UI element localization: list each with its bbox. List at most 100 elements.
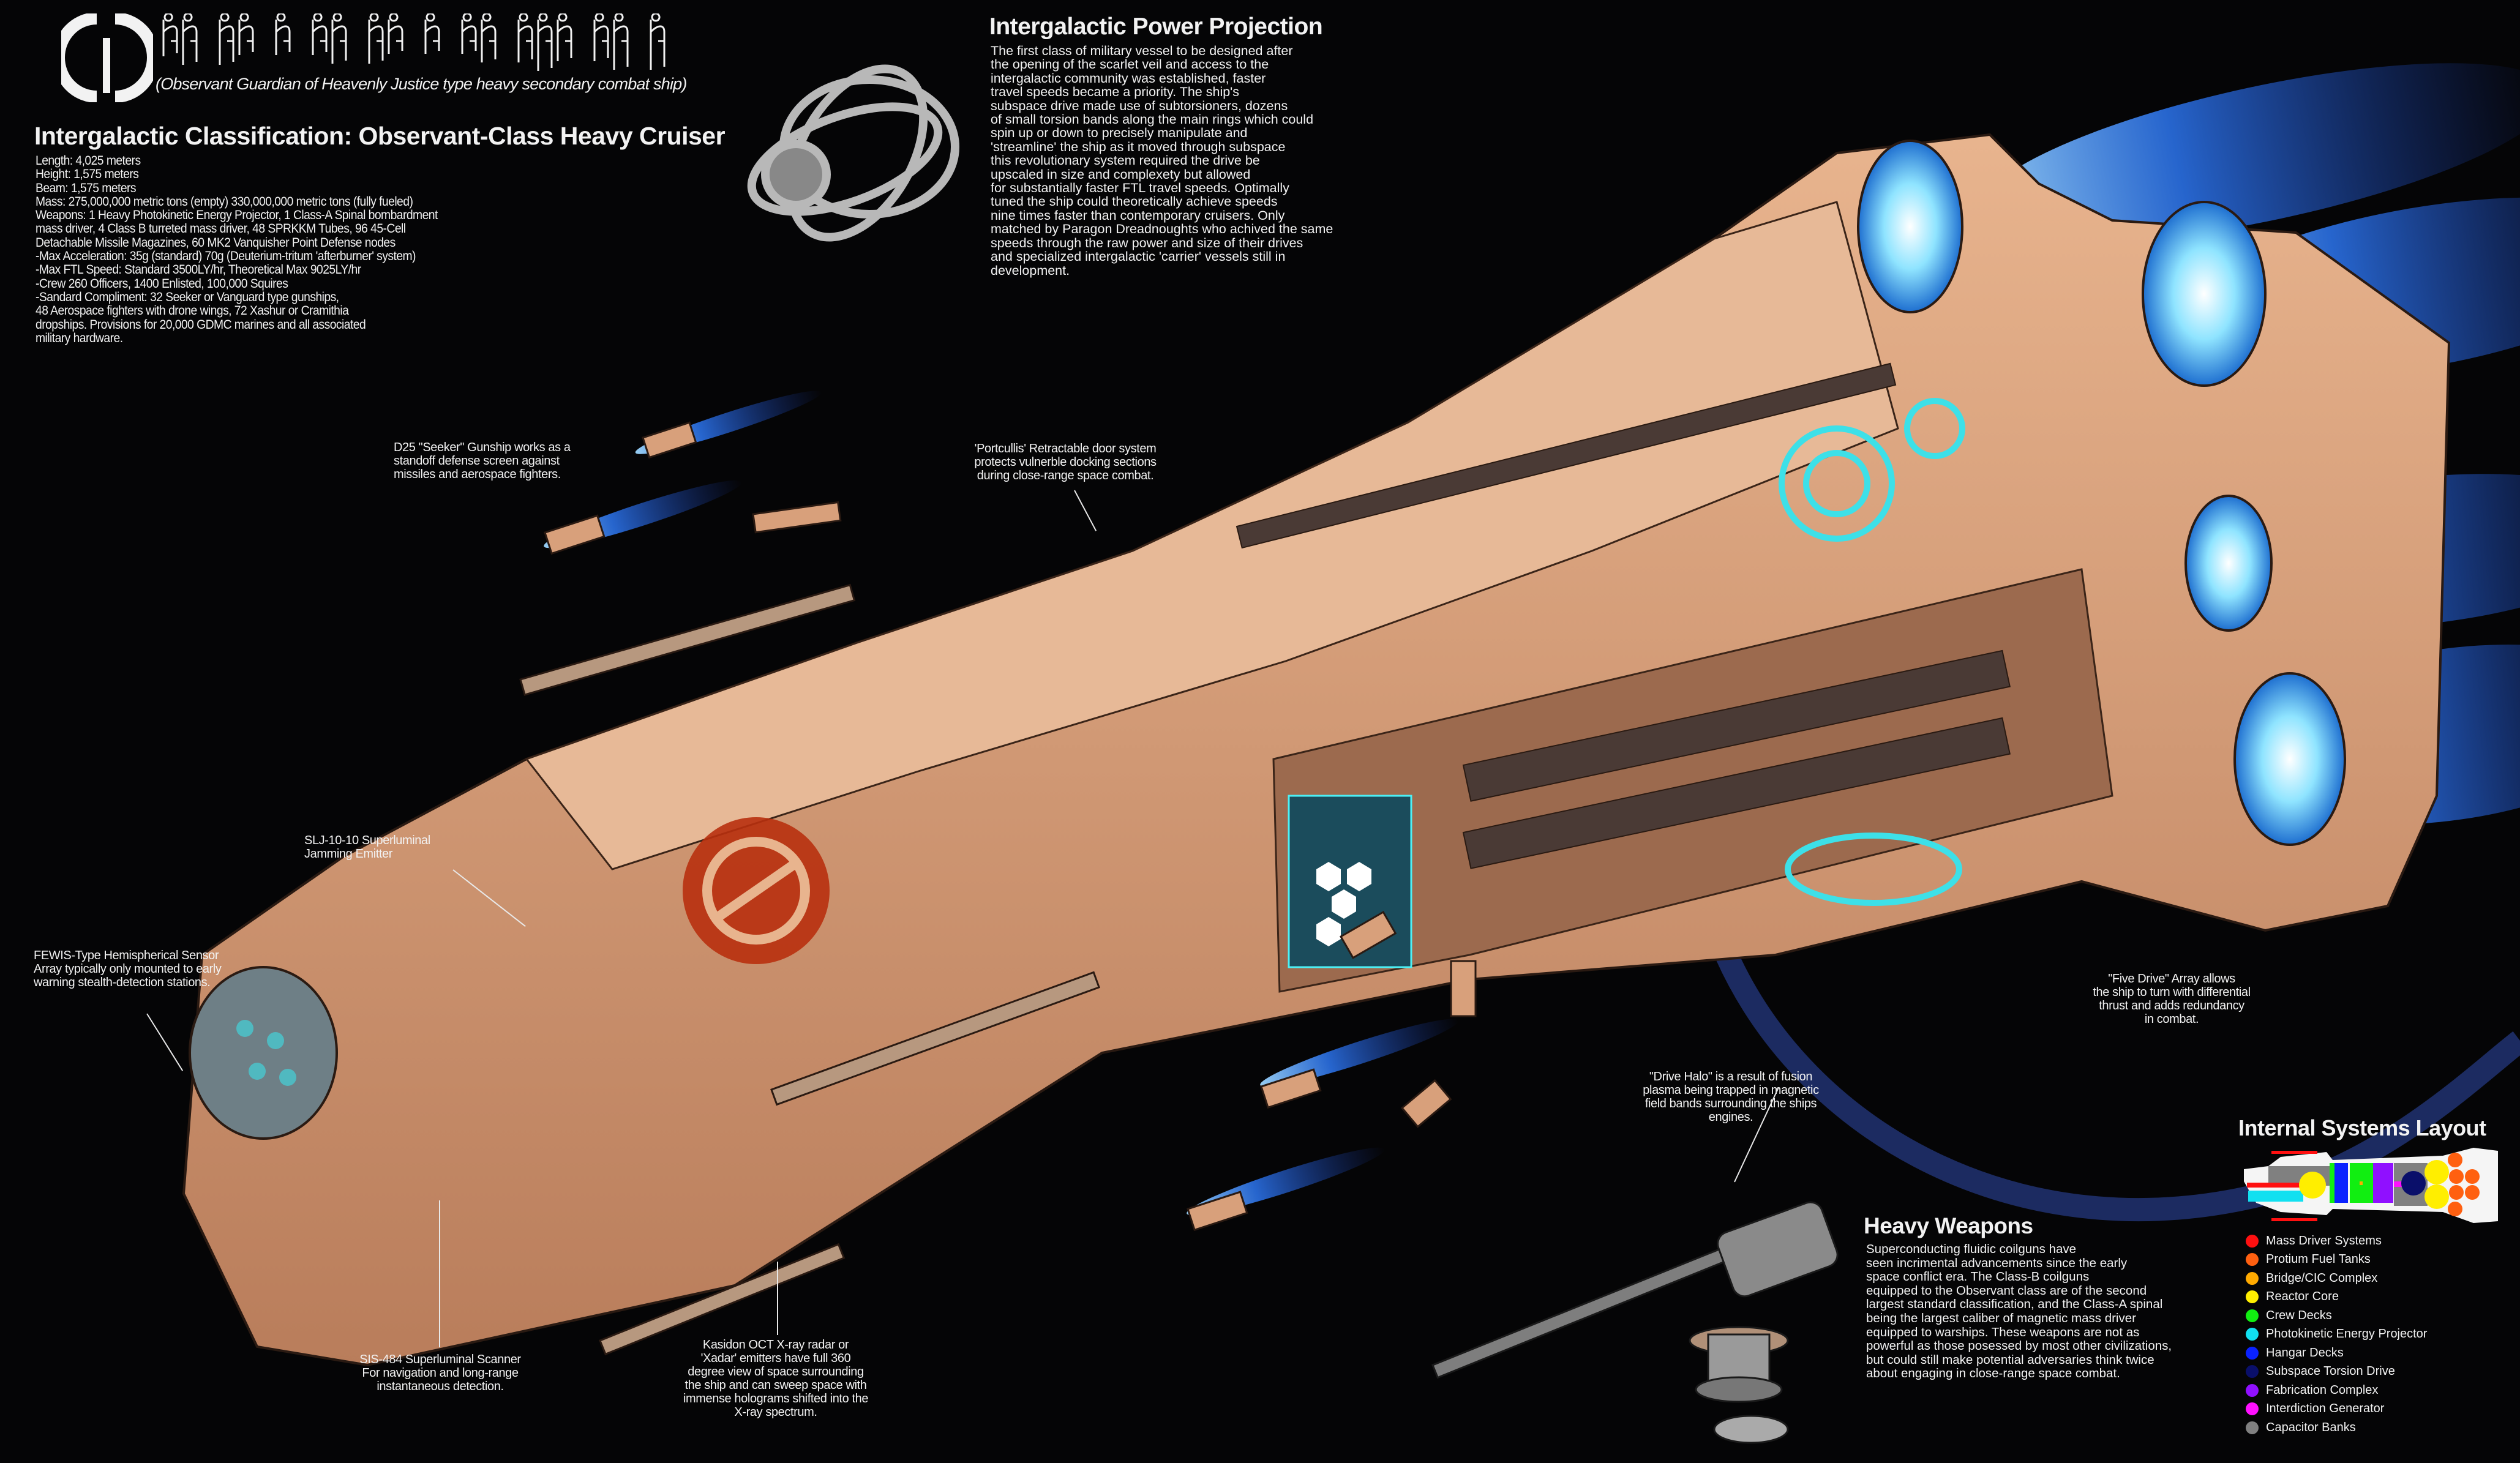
callout-line: the ship and can sweep space with <box>684 1379 867 1392</box>
legend-swatch-icon <box>2246 1402 2259 1416</box>
heavy-weapon-turret <box>1431 1201 1839 1444</box>
callout-line: FEWIS-Type Hemispherical Sensor <box>34 949 219 962</box>
callout-line: Kasidon OCT X-ray radar or <box>702 1338 849 1352</box>
fewis-sensor-dome <box>189 966 338 1140</box>
alien-script-title <box>162 13 666 71</box>
callout-line: standoff defense screen against <box>394 454 560 468</box>
legend-item: Interdiction Generator <box>2246 1400 2427 1419</box>
callout-line: the ship to turn with differential <box>2093 986 2251 999</box>
text-line: development. <box>991 263 1070 278</box>
callout-line: field bands surrounding the ships <box>1644 1097 1817 1110</box>
text-line: equipped to warships. These weapons are … <box>1866 1325 2140 1339</box>
callout-line: SIS-484 Superluminal Scanner <box>359 1353 521 1366</box>
legend-label: Photokinetic Energy Projector <box>2266 1327 2428 1341</box>
red-emblem <box>683 817 830 964</box>
spec-line: military hardware. <box>36 331 123 345</box>
text-line: 'streamline' the ship as it moved throug… <box>991 139 1286 154</box>
text-line: powerful as those posessed by most other… <box>1866 1339 2172 1353</box>
spec-line: Detachable Missile Magazines, 60 MK2 Van… <box>36 235 396 250</box>
engine-bells <box>1857 140 2346 846</box>
callout-line: 'Xadar' emitters have full 360 <box>700 1352 851 1365</box>
gunships <box>544 391 1477 1232</box>
legend-item: Capacitor Banks <box>2246 1418 2427 1437</box>
text-line: travel speeds became a priority. The shi… <box>991 84 1240 100</box>
legend-item: Reactor Core <box>2246 1288 2427 1307</box>
callout-line: warning stealth-detection stations. <box>34 976 211 989</box>
legend-label: Mass Driver Systems <box>2266 1233 2382 1248</box>
text-line: The first class of military vessel to be… <box>991 43 1293 58</box>
callout-kasidon-xadar: Kasidon OCT X-ray radar or'Xadar' emitte… <box>659 1338 892 1419</box>
callout-line: missiles and aerospace fighters. <box>394 468 561 481</box>
legend-item: Hangar Decks <box>2246 1344 2427 1363</box>
text-line: Superconducting fluidic coilguns have <box>1866 1242 2077 1256</box>
callout-line: D25 "Seeker" Gunship works as a <box>394 441 571 454</box>
callout-line: X-ray spectrum. <box>734 1405 817 1419</box>
legend-swatch-icon <box>2246 1346 2259 1360</box>
spec-line: Height: 1,575 meters <box>36 167 139 182</box>
legend-swatch-icon <box>2246 1234 2259 1248</box>
legend-item: Bridge/CIC Complex <box>2246 1269 2427 1288</box>
text-line: space conflict era. The Class-B coilguns <box>1866 1270 2090 1284</box>
text-line: seen incrimental advancements since the … <box>1866 1255 2128 1270</box>
text-line: tuned the ship could theoretically achie… <box>991 194 1278 209</box>
text-line: and specialized intergalactic 'carrier' … <box>991 249 1286 264</box>
spec-line: Weapons: 1 Heavy Photokinetic Energy Pro… <box>36 208 438 223</box>
callout-line: "Five Drive" Array allows <box>2108 972 2235 986</box>
legend-item: Protium Fuel Tanks <box>2246 1251 2427 1270</box>
callout-line: protects vulnerble docking sections <box>974 455 1157 469</box>
legend-item: Photokinetic Energy Projector <box>2246 1325 2427 1344</box>
internal-systems-title: Internal Systems Layout <box>2238 1115 2486 1140</box>
text-line: intergalactic community was established,… <box>991 70 1266 86</box>
callout-line: plasma being trapped in magnetic <box>1643 1083 1819 1097</box>
spec-line: 48 Aerospace fighters with drone wings, … <box>36 304 349 318</box>
internal-systems-diagram <box>2244 1148 2498 1223</box>
legend-label: Fabrication Complex <box>2266 1383 2379 1397</box>
legend-label: Hangar Decks <box>2266 1345 2344 1360</box>
spec-line: mass driver, 4 Class B turreted mass dri… <box>36 222 406 236</box>
callout-line: For navigation and long-range <box>362 1366 519 1380</box>
spec-line: Beam: 1,575 meters <box>36 181 137 195</box>
legend-swatch-icon <box>2246 1271 2259 1285</box>
legend-swatch-icon <box>2246 1383 2259 1397</box>
legend-item: Crew Decks <box>2246 1306 2427 1325</box>
callout-line: engines. <box>1708 1110 1753 1124</box>
callout-line: degree view of space surrounding <box>688 1365 864 1379</box>
legend-swatch-icon <box>2246 1421 2259 1434</box>
torsion-ring-model <box>747 64 959 242</box>
spec-line: dropships. Provisions for 20,000 GDMC ma… <box>36 317 366 332</box>
power-projection-title: Intergalactic Power Projection <box>989 13 1323 40</box>
text-line: but could still make potential adversari… <box>1866 1352 2154 1367</box>
legend-label: Interdiction Generator <box>2266 1402 2385 1416</box>
legend-swatch-icon <box>2246 1328 2259 1341</box>
faction-logo <box>61 13 153 102</box>
text-line: equipped to the Observant class are of t… <box>1866 1283 2147 1298</box>
text-line: subspace drive made use of subtorsioners… <box>991 98 1288 113</box>
spec-line: -Crew 260 Officers, 1400 Enlisted, 100,0… <box>36 276 288 291</box>
legend-label: Bridge/CIC Complex <box>2266 1271 2378 1285</box>
heavy-weapons-title: Heavy Weapons <box>1864 1213 2033 1238</box>
callout-line: SLJ-10-10 Superluminal <box>304 834 430 847</box>
legend-item: Fabrication Complex <box>2246 1381 2427 1400</box>
legend-label: Subspace Torsion Drive <box>2266 1364 2395 1379</box>
legend-item: Mass Driver Systems <box>2246 1232 2427 1251</box>
spec-line: -Max FTL Speed: Standard 3500LY/hr, Theo… <box>36 263 361 277</box>
callout-line: "Drive Halo" is a result of fusion <box>1649 1070 1813 1083</box>
legend-label: Capacitor Banks <box>2266 1420 2356 1434</box>
callout-line: instantaneous detection. <box>377 1380 504 1393</box>
callout-line: immense holograms shifted into the <box>683 1392 869 1405</box>
text-line: matched by Paragon Dreadnoughts who achi… <box>991 222 1333 237</box>
legend-swatch-icon <box>2246 1365 2259 1379</box>
text-line: largest standard classification, and the… <box>1866 1297 2163 1312</box>
callout-line: thrust and adds redundancy <box>2099 999 2244 1012</box>
